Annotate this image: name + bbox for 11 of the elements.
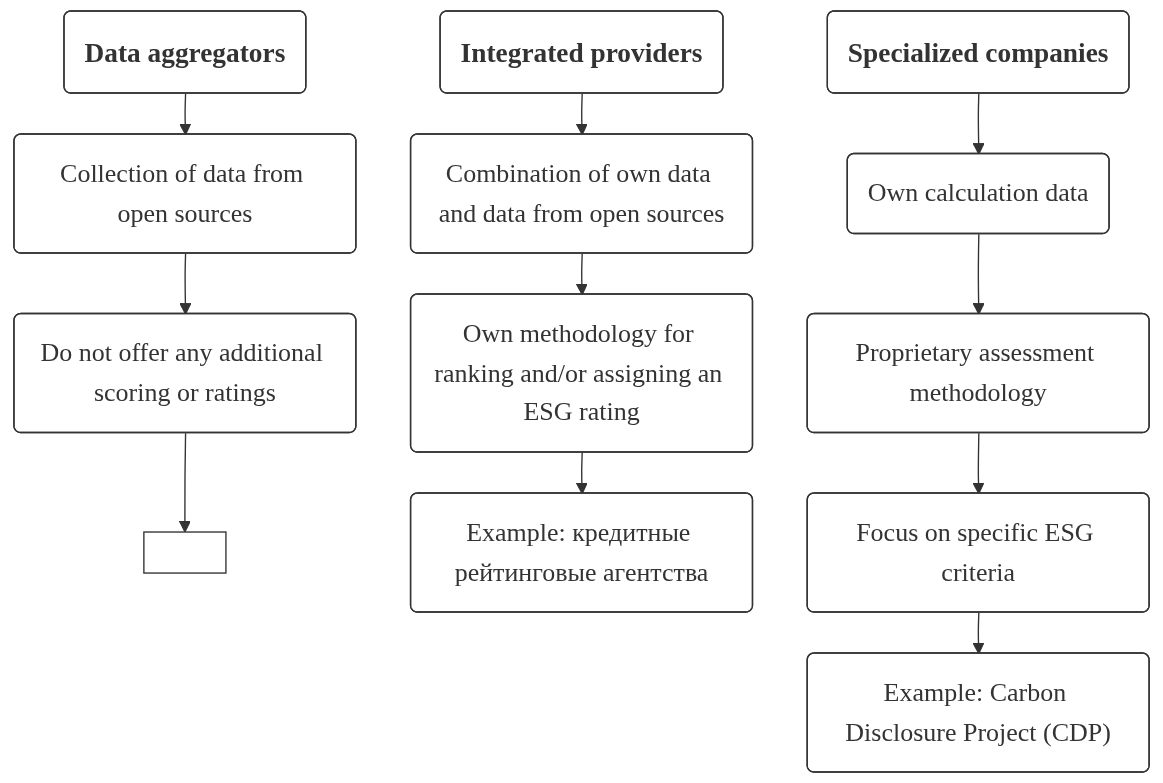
arrow [972, 432, 985, 495]
arrow [972, 612, 985, 655]
arrow [179, 253, 192, 315]
node-box [143, 531, 227, 574]
arrow [972, 233, 985, 315]
arrow [575, 452, 588, 495]
arrow [178, 432, 191, 533]
arrow [179, 93, 192, 136]
arrow [575, 253, 588, 296]
arrow [575, 93, 588, 136]
arrow [972, 93, 985, 155]
